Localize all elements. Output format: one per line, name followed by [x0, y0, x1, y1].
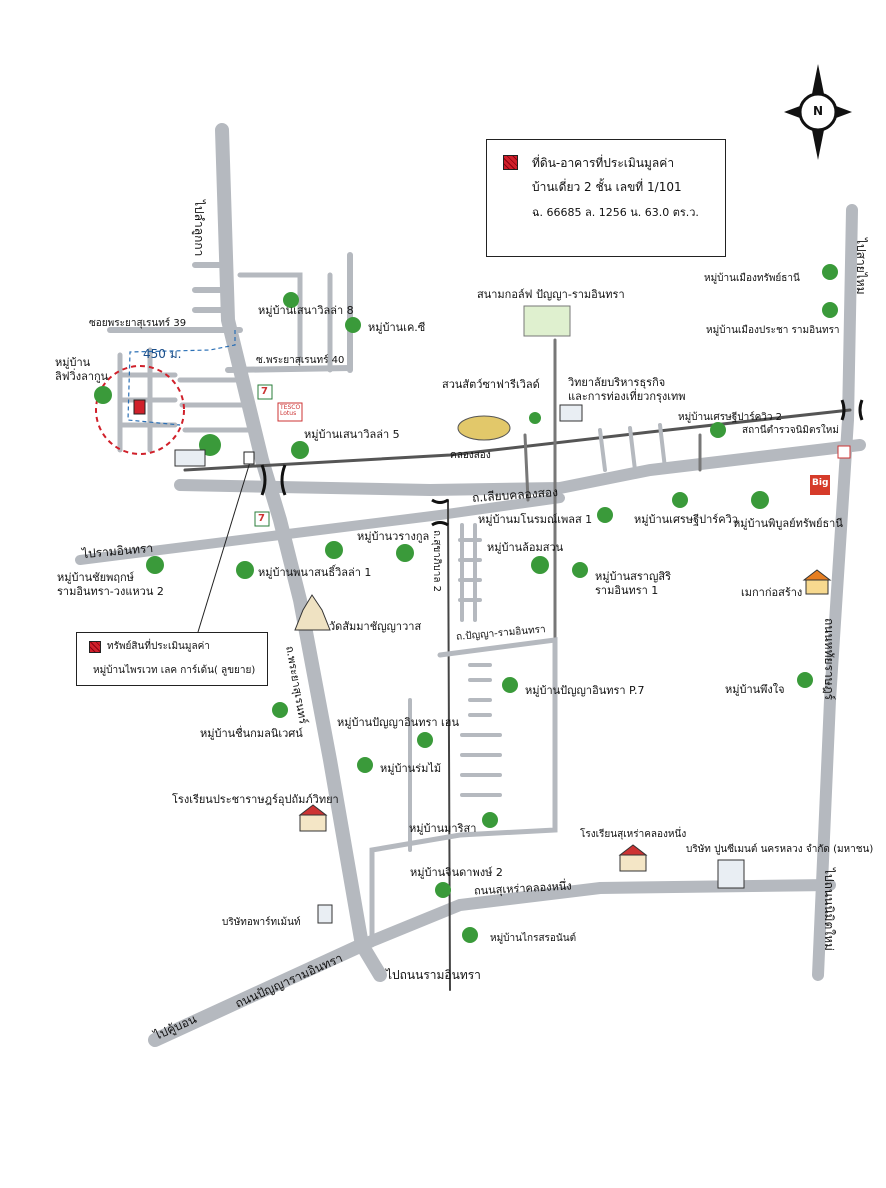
road-phraya-suren: [215, 123, 369, 952]
callout-line-2: หมู่บ้านไพรเวท เลค การ์เด้น( ลูขยาย): [93, 665, 256, 676]
place-apartment: บริษัทอพาร์ทเม้นท์: [222, 917, 301, 928]
legend-line-3: ฉ. 66685 ล. 1256 น. 63.0 ตร.ว.: [532, 206, 699, 219]
brand-big-c: Big: [812, 478, 829, 488]
road-label-to-nimitmai: ไปถนนนิมิตใหม่: [822, 868, 836, 951]
place-college: วิทยาลัยบริหารธุรกิจ และการท่องเที่ยวกรุ…: [568, 376, 686, 403]
road-label-phraya-40: ซ.พระยาสุเรนทร์ 40: [256, 355, 345, 366]
place-senavilla8: หมู่บ้านเสนาวิลล่า 8: [258, 304, 354, 317]
place-safari: สวนสัตว์ซาฟารีเวิลด์: [442, 378, 540, 391]
road-label-sukhaphiban: ถ.สุขาภิบาล 2: [431, 530, 442, 593]
place-saranya: หมู่บ้านสราญสิริ รามอินทรา 1: [595, 570, 671, 597]
place-chinda: หมู่บ้านจินดาพงษ์ 2: [410, 866, 503, 879]
roads: [75, 123, 866, 1047]
canal-khlong-song: [183, 408, 852, 472]
place-kc: หมู่บ้านเค.ซี: [368, 321, 426, 334]
road-label-to-ramintra-road: ไปถนนรามอินทรา: [386, 968, 481, 982]
place-panya-ind: หมู่บ้านปัญญาอินทรา เฮน: [337, 716, 460, 729]
brand-seven-1: 7: [261, 386, 268, 397]
school-icons: [298, 804, 648, 872]
place-warang: หมู่บ้านวรางกูล: [357, 530, 430, 543]
road-label-phraya-39: ซอยพระยาสุเรนทร์ 39: [89, 318, 187, 329]
road-panya-north: [447, 499, 451, 991]
place-muang-pracha: หมู่บ้านเมืองประชา รามอินทรา: [706, 325, 840, 336]
golf-icon: [523, 305, 571, 337]
building-icons: [174, 404, 745, 924]
place-setthi2: หมู่บ้านเศรษฐีปาร์ควิว 2: [678, 412, 783, 423]
mega-home-icon: [802, 569, 832, 595]
compass-icon: [784, 64, 852, 160]
place-cement: บริษัท ปูนซีเมนต์ นครหลวง จำกัด (มหาชน): [686, 844, 874, 855]
place-marisa: หมู่บ้านมาริสา: [409, 822, 477, 835]
legend-box: ที่ดิน-อาคารที่ประเมินมูลค่า บ้านเดี่ยว …: [486, 139, 726, 257]
village-icons: [94, 264, 838, 943]
place-manorom: หมู่บ้านมโนรมณ์เพลส 1: [478, 513, 593, 526]
place-wat: วัดสัมมาชัญญาวาส: [329, 620, 422, 633]
place-lifeng: หมู่บ้าน ลิฟวิ่งลากูน: [55, 356, 109, 383]
callout-box: ทรัพย์สินที่ประเมินมูลค่า หมู่บ้านไพรเวท…: [76, 632, 268, 686]
brand-seven-2: 7: [258, 513, 265, 524]
place-panasin: หมู่บ้านพนาสนธิ์วิลล่า 1: [258, 566, 372, 579]
legend-line-2: บ้านเดี่ยว 2 ชั้น เลขที่ 1/101: [532, 180, 682, 194]
place-golf: สนามกอล์ฟ ปัญญา-รามอินทรา: [477, 288, 625, 301]
road-hathai-rat: [812, 204, 858, 981]
seven-eleven-icon-1: [257, 384, 273, 400]
temple-icon: [294, 594, 331, 631]
site-circle: [95, 365, 185, 455]
big-c-icon: [810, 475, 830, 495]
place-romai: หมู่บ้านร่มไม้: [380, 762, 442, 775]
road-panya-ramintra: [148, 936, 387, 1047]
place-school2: โรงเรียนสุเหร่าคลองหนึ่ง: [580, 829, 687, 840]
road-liap-khlong-song: [174, 439, 866, 497]
safari-icon: [457, 415, 511, 441]
place-muang-sap: หมู่บ้านเมืองทรัพย์ธานี: [704, 273, 800, 284]
place-chuen: หมู่บ้านชื่นกมลนิเวศน์: [200, 727, 303, 740]
legend-marker-swatch: [503, 155, 518, 170]
place-phibun: หมู่บ้านพิบูลย์ทรัพย์ธานี: [733, 517, 843, 530]
road-label-to-lam-luk-ka: ไปลำลูกกา: [192, 200, 206, 257]
road-to-ram-intra: [75, 493, 565, 565]
distance-label: 450 ม.: [143, 347, 182, 361]
legend-line-1: ที่ดิน-อาคารที่ประเมินมูลค่า: [532, 156, 675, 170]
callout-swatch: [89, 641, 101, 653]
place-chaiyaphruk: หมู่บ้านชัยพฤกษ์ รามอินทรา-วงแหวน 2: [57, 571, 164, 598]
place-phungjai: หมู่บ้านพึงใจ: [725, 683, 785, 696]
place-kraison: หมู่บ้านไกรสรอนันต์: [490, 933, 577, 944]
callout-pointer: [197, 461, 251, 633]
site-marker: [133, 399, 146, 415]
compass-letter: N: [813, 104, 824, 118]
place-lomsuan: หมู่บ้านล้อมสวน: [487, 541, 564, 554]
tesco-icon: [277, 402, 303, 422]
place-mega: เมกาก่อสร้าง: [741, 586, 803, 599]
road-label-hathai-rat: ถนนหทัยราษฎร์: [822, 618, 836, 701]
place-senavilla5: หมู่บ้านเสนาวิลล่า 5: [304, 428, 400, 441]
place-school1: โรงเรียนประชาราษฎร์อุปถัมภ์วิทยา: [172, 793, 339, 806]
place-panya-p7: หมู่บ้านปัญญาอินทรา P.7: [525, 684, 645, 697]
road-label-to-sai-mai: ไปสายไหม: [854, 238, 868, 295]
police-icon: [837, 445, 851, 459]
road-label-khlong-song: คลองสอง: [450, 450, 491, 461]
brand-tesco: TESCO Lotus: [280, 404, 301, 417]
distance-path: [127, 330, 236, 426]
road-suhrao-khlong-nueng: [356, 879, 836, 951]
intersection-symbols: [260, 399, 864, 527]
site-house-icon: [243, 451, 255, 465]
callout-line-1: ทรัพย์สินที่ประเมินมูลค่า: [107, 641, 210, 652]
seven-eleven-icon-2: [254, 511, 270, 527]
place-police: สถานีตำรวจนิมิตรใหม่: [742, 425, 839, 436]
place-setthi: หมู่บ้านเศรษฐีปาร์ควิว: [634, 513, 738, 526]
